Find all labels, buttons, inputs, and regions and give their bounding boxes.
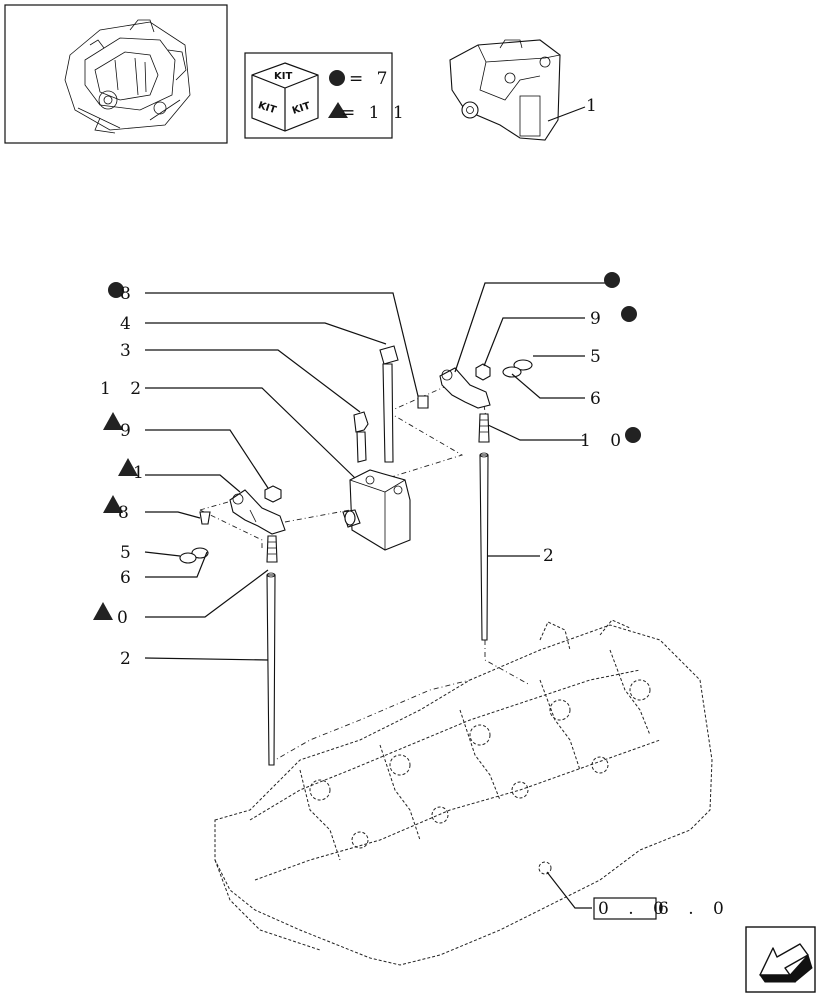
leader-2a [144, 657, 269, 661]
leader-1 [547, 106, 586, 122]
leader-lines [144, 282, 615, 909]
callout-11: 1 [133, 463, 151, 483]
back-arrow-icon [759, 943, 813, 983]
page-reference[interactable]: 0 . 0 6 . 0 [593, 897, 731, 920]
callout-6a: 6 [120, 568, 138, 588]
leader-3 [145, 349, 361, 413]
kit-label-top: KIT [274, 71, 292, 82]
callout-6b: 6 [590, 389, 608, 409]
kit-cube-icon: KIT KIT KIT [251, 62, 319, 132]
callout-10a: 0 [117, 608, 135, 628]
leader-top-circle [454, 282, 615, 373]
callout-4: 4 [120, 314, 138, 334]
circle-marker-icon [621, 306, 637, 322]
central-pedestal-group [342, 345, 429, 551]
triangle-marker-icon [118, 458, 138, 476]
triangle-marker-icon [103, 412, 123, 430]
leader-9a [145, 429, 269, 489]
leader-6a [145, 551, 208, 578]
back-button[interactable] [745, 926, 816, 993]
reference-box [593, 897, 657, 920]
left-rocker-group [179, 485, 286, 766]
kit-label-left: KIT [257, 100, 278, 116]
engine-thumbnail-image [64, 19, 191, 134]
leader-9b [483, 317, 585, 367]
callout-12: 1 2 [100, 379, 148, 399]
callout-8a: 8 [120, 284, 138, 304]
callout-9a: 9 [120, 421, 138, 441]
callout-5b: 5 [590, 347, 608, 367]
leader-10a [145, 569, 269, 618]
callout-9b: 9 [590, 309, 608, 329]
callout-2a: 2 [120, 649, 138, 669]
callout-labels: 8 4 3 1 2 9 1 8 5 6 0 2 9 5 6 1 0 2 [100, 284, 628, 669]
leader-11 [145, 474, 241, 493]
triangle-kit-marker-icon [328, 102, 348, 118]
leader-12 [145, 387, 356, 479]
leader-8b [145, 511, 201, 519]
circle-marker-icon [108, 282, 124, 298]
kit-legend: KIT KIT KIT = 7 = 1 1 [244, 52, 408, 139]
circle-kit-marker-icon [329, 70, 345, 86]
circle-kit-count: = 7 [349, 69, 391, 89]
circle-marker-icon [625, 427, 641, 443]
leader-ref [546, 871, 592, 909]
triangle-marker-icon [103, 495, 123, 513]
cylinder-head [214, 619, 713, 966]
leader-8a [145, 292, 419, 397]
triangle-kit-count: = 1 1 [341, 103, 408, 123]
reference-rest-text: 6 . 0 [658, 899, 731, 919]
leader-6b [511, 373, 585, 399]
leader-10b [487, 424, 585, 441]
callout-10b: 1 0 [580, 431, 628, 451]
reference-boxed-text: 0 . 0 [598, 899, 671, 919]
callout-2b: 2 [543, 546, 561, 566]
kit-markers [93, 272, 641, 620]
leader-5a [144, 551, 181, 557]
leader-4 [145, 322, 387, 345]
callout-3: 3 [120, 341, 138, 361]
engine-thumbnail[interactable] [4, 4, 228, 144]
callout-8b: 8 [118, 503, 136, 523]
right-rocker-group [439, 359, 533, 641]
rocker-assembly-thumbnail: 1 [449, 39, 604, 141]
kit-label-right: KIT [291, 101, 312, 117]
callout-1: 1 [586, 96, 604, 116]
triangle-marker-icon [93, 602, 113, 620]
callout-5a: 5 [120, 543, 138, 563]
circle-marker-icon [604, 272, 620, 288]
